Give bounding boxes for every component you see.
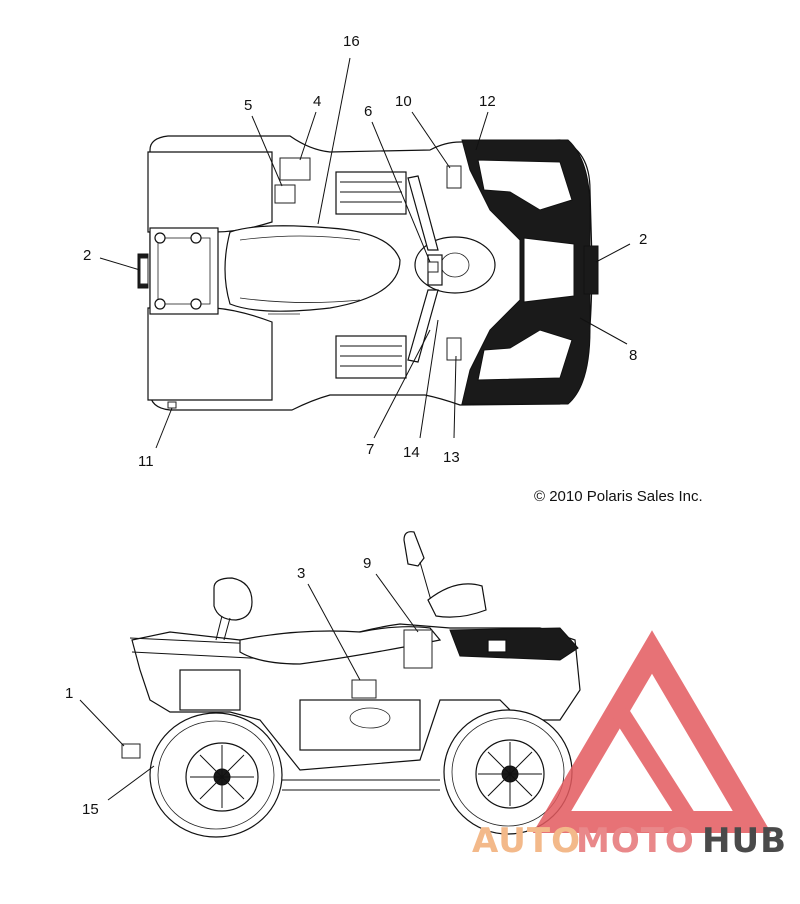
leader-lines-side [79, 573, 419, 801]
decal-13 [446, 337, 462, 361]
callout-16: 16 [343, 33, 360, 50]
watermark-logo [532, 630, 772, 833]
atv-side-view [121, 531, 581, 838]
decal-2-rear [139, 257, 149, 285]
decal-1 [121, 743, 141, 759]
decal-9 [403, 629, 433, 669]
callout-5: 5 [244, 97, 252, 114]
watermark-text: AUTO MOTO HUB [472, 821, 787, 861]
callout-7: 7 [366, 441, 374, 458]
callout-9: 9 [363, 555, 371, 572]
watermark-moto: MOTO [576, 821, 695, 861]
callouts-side: 3 9 1 15 [65, 555, 371, 818]
watermark-auto: AUTO [472, 821, 581, 861]
decal-4 [279, 157, 311, 181]
footrest-upper [335, 171, 407, 215]
decal-3 [351, 679, 377, 699]
copyright-text: © 2010 Polaris Sales Inc. [534, 488, 703, 505]
decal-10 [446, 165, 462, 189]
leader-lines-top [99, 57, 631, 449]
callouts-top: 16 4 5 6 10 12 2 2 8 11 7 14 13 [83, 33, 647, 470]
footrest-lower [335, 335, 407, 379]
decal-6 [427, 261, 439, 273]
callout-2-right: 2 [639, 231, 647, 248]
callout-3: 3 [297, 565, 305, 582]
rear-wheel [149, 712, 283, 838]
callout-8: 8 [629, 347, 637, 364]
callout-1: 1 [65, 685, 73, 702]
callout-4: 4 [313, 93, 321, 110]
callout-13: 13 [443, 449, 460, 466]
atv-top-view [137, 135, 599, 411]
callout-10: 10 [395, 93, 412, 110]
decal-11 [167, 401, 177, 409]
callout-15: 15 [82, 801, 99, 818]
decal-5 [274, 184, 296, 204]
watermark-hub: HUB [702, 821, 787, 861]
callout-14: 14 [403, 444, 420, 461]
front-wheel [443, 709, 573, 835]
callout-12: 12 [479, 93, 496, 110]
callout-6: 6 [364, 103, 372, 120]
callout-2-left: 2 [83, 247, 91, 264]
callout-11: 11 [138, 453, 154, 470]
